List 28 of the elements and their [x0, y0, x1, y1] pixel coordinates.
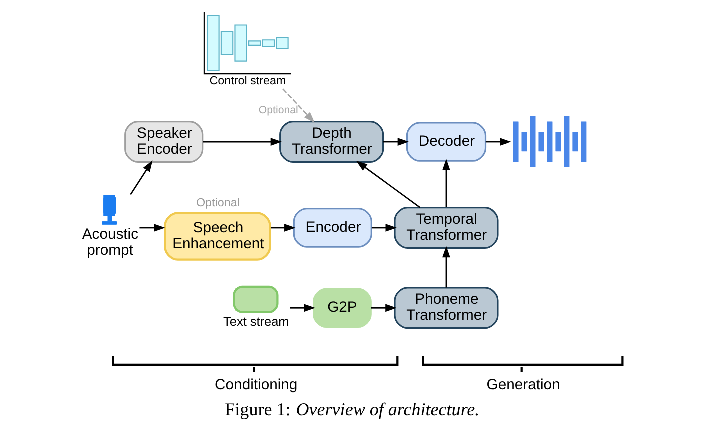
edge-label: Optional	[258, 104, 298, 117]
node-box: Phoneme Transformer	[394, 287, 499, 330]
node-label: Optional	[196, 196, 240, 210]
node-box: Temporal Transformer	[394, 207, 499, 249]
node-box: Depth Transformer	[280, 121, 384, 163]
arrow	[270, 224, 296, 232]
node-box: Encoder	[293, 208, 372, 248]
arrow	[442, 159, 450, 208]
arrow	[371, 304, 397, 312]
arrow	[282, 88, 316, 124]
label: Generation	[486, 378, 560, 394]
arrow	[290, 304, 316, 312]
node-box: Decoder	[406, 122, 487, 162]
arrow	[203, 138, 282, 146]
arrow	[372, 224, 398, 232]
arrow	[140, 224, 166, 232]
arrow	[442, 246, 450, 288]
node-label: Control stream	[210, 74, 286, 88]
node-label: Text stream	[224, 314, 290, 329]
arrow	[356, 160, 421, 208]
arrow	[486, 138, 512, 146]
caption: Figure 1: Overview of architecture.	[225, 399, 480, 420]
arrow	[383, 138, 410, 146]
node-box: G2P	[313, 288, 372, 328]
node-box: Speaker Encoder	[124, 121, 204, 163]
arrow	[130, 160, 153, 196]
label: Conditioning	[215, 378, 298, 394]
node-label: Acoustic prompt	[82, 226, 139, 259]
